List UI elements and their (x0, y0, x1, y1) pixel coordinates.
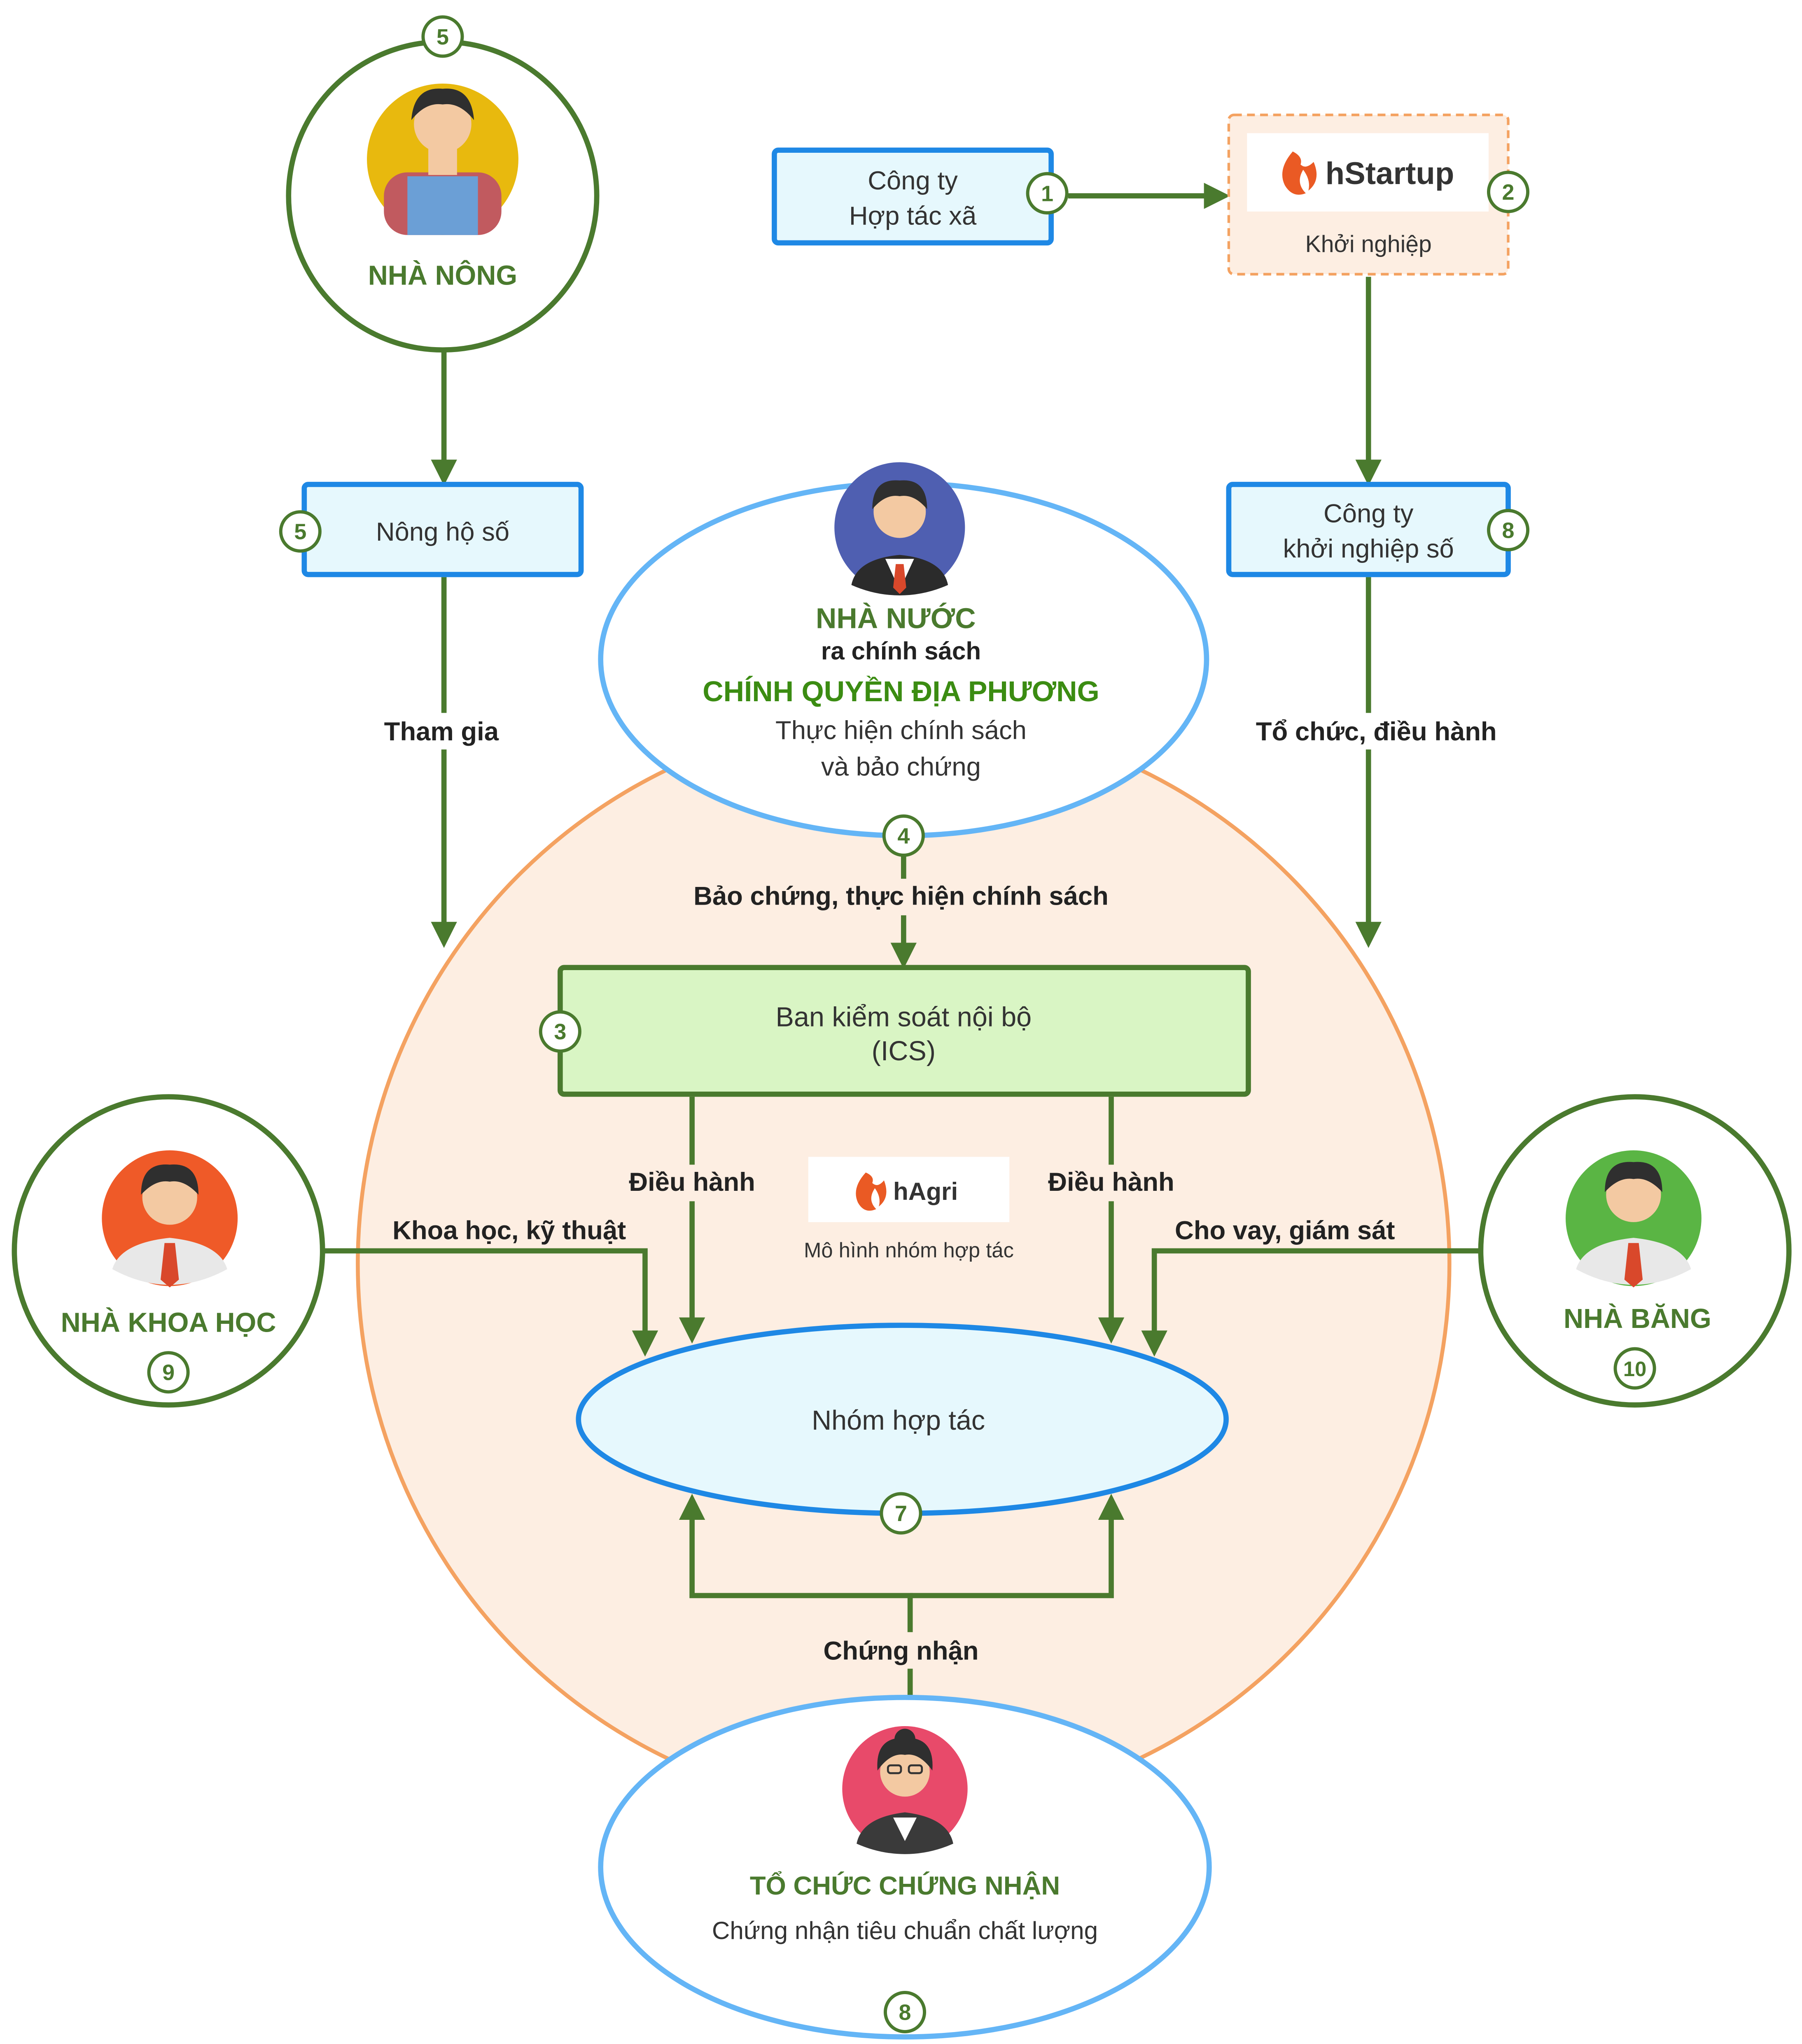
ics-badge: 3 (554, 1020, 566, 1044)
certifier-title: TỔ CHỨC CHỨNG NHẬN (750, 1871, 1060, 1900)
label-science: Khoa học, kỹ thuật (392, 1216, 626, 1245)
company-line1: Công ty (868, 166, 958, 195)
digital-startup-line2: khởi nghiệp số (1283, 534, 1454, 563)
farmer-avatar (367, 83, 518, 235)
edge-labels: Tham gia Tổ chức, điều hành Bảo chứng, t… (365, 713, 1502, 1669)
label-guarantee: Bảo chứng, thực hiện chính sách (693, 882, 1109, 911)
state-sub1: ra chính sách (821, 637, 981, 665)
group-label: Nhóm hợp tác (812, 1405, 985, 1436)
state-title2: CHÍNH QUYỀN ĐỊA PHƯƠNG (703, 675, 1099, 707)
state-sub2: Thực hiện chính sách (775, 716, 1027, 745)
bank-badge: 10 (1623, 1357, 1646, 1381)
scientist-avatar (102, 1150, 238, 1288)
state-node: NHÀ NƯỚC ra chính sách CHÍNH QUYỀN ĐỊA P… (598, 462, 1209, 857)
farmer-badge: 5 (436, 25, 449, 49)
hagri-logo-icon (856, 1172, 887, 1211)
company-line2: Hợp tác xã (849, 201, 977, 230)
certifier-node: TỔ CHỨC CHỨNG NHẬN Chứng nhận tiêu chuẩn… (598, 1694, 1212, 2040)
digital-farmer-label: Nông hộ số (376, 518, 509, 546)
company-node: Công ty Hợp tác xã 1 (772, 147, 1069, 246)
label-join: Tham gia (384, 717, 499, 746)
digital-farmer-badge: 5 (294, 520, 306, 544)
digital-farmer-node: Nông hộ số 5 (279, 482, 584, 577)
scientist-badge: 9 (162, 1360, 175, 1385)
label-organize: Tổ chức, điều hành (1256, 717, 1497, 746)
group-badge: 7 (895, 1501, 907, 1526)
scientist-node: NHÀ KHOA HỌC 9 (12, 1094, 325, 1408)
edge-science (324, 1248, 658, 1357)
digital-startup-line1: Công ty (1323, 499, 1414, 528)
hstartup-logo-icon (1282, 151, 1317, 195)
hstartup-logo-text: hStartup (1326, 156, 1454, 191)
certifier-avatar (842, 1726, 968, 1854)
certifier-badge: 8 (899, 2000, 911, 2025)
farmer-title: NHÀ NÔNG (368, 260, 517, 291)
bank-node: NHÀ BĂNG 10 (1478, 1094, 1792, 1408)
ics-line1: Ban kiểm soát nội bộ (775, 1002, 1032, 1032)
hstartup-badge: 2 (1502, 180, 1515, 205)
hagri-logo: hAgri Mô hình nhóm hợp tác (804, 1157, 1014, 1262)
company-badge: 1 (1041, 181, 1053, 206)
state-badge: 4 (897, 824, 910, 848)
state-avatar (834, 462, 965, 595)
hstartup-caption: Khởi nghiệp (1305, 231, 1432, 257)
label-certify: Chứng nhận (823, 1636, 978, 1665)
ics-line2: (ICS) (872, 1036, 936, 1066)
hagri-logo-text: hAgri (893, 1177, 958, 1205)
digital-startup-badge: 8 (1502, 518, 1515, 543)
certifier-sub: Chứng nhận tiêu chuẩn chất lượng (712, 1916, 1098, 1944)
state-title: NHÀ NƯỚC (816, 602, 976, 634)
hstartup-node: hStartup Khởi nghiệp 2 (1227, 113, 1530, 276)
bank-title: NHÀ BĂNG (1564, 1303, 1711, 1334)
state-sub3: và bảo chứng (821, 753, 981, 782)
group-node: Nhóm hợp tác 7 (576, 1323, 1229, 1535)
scientist-title: NHÀ KHOA HỌC (61, 1307, 276, 1338)
label-operate-left: Điều hành (629, 1168, 755, 1197)
ics-node: Ban kiểm soát nội bộ (ICS) 3 (539, 965, 1251, 1097)
label-loan: Cho vay, giám sát (1175, 1216, 1395, 1245)
hagri-caption: Mô hình nhóm hợp tác (804, 1239, 1014, 1262)
label-operate-right: Điều hành (1048, 1168, 1174, 1197)
edge-loan (1141, 1248, 1481, 1357)
farmer-node: NHÀ NÔNG 5 (286, 15, 600, 353)
digital-startup-node: Công ty khởi nghiệp số 8 (1226, 482, 1530, 577)
bank-avatar (1566, 1150, 1702, 1288)
edge-certify-right (910, 1493, 1125, 1598)
